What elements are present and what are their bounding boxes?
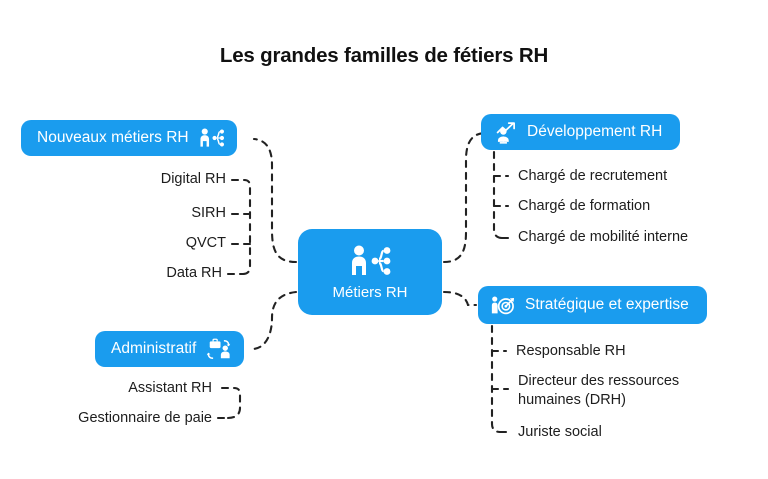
leaf-responsable-rh: Responsable RH (516, 343, 626, 359)
leaf-charge-de-formation: Chargé de formation (518, 198, 651, 214)
briefcase-person-arrows-icon (205, 338, 232, 361)
leaf-directeur-des-ressources-humaines-line2: humaines (DRH) (518, 392, 626, 408)
connector-center-to-developpement (442, 131, 486, 264)
connector-center-to-strategique (442, 290, 478, 307)
leaf-sirh: SIRH (191, 205, 226, 221)
person-target-icon (490, 294, 516, 317)
leaf-directeur-des-ressources-humaines-line1: Directeur des ressources (518, 373, 680, 389)
page-title: Les grandes familles de fétiers RH (219, 44, 549, 67)
leaf-data-rh: Data RH (166, 265, 222, 281)
node-center-metiers-rh[interactable]: Métiers RH (298, 229, 442, 315)
person-org-chart-icon (198, 127, 225, 149)
node-developpement-label: Développement RH (527, 123, 663, 141)
node-nouveaux-metiers-rh[interactable]: Nouveaux métiers RH (21, 120, 237, 156)
node-center-label: Métiers RH (332, 284, 408, 301)
node-strategique-et-expertise[interactable]: Stratégique et expertise (478, 286, 707, 324)
leaf-assistant-rh: Assistant RH (128, 380, 212, 396)
connector-developpement-children (492, 150, 504, 240)
leaf-gestionnaire-de-paie: Gestionnaire de paie (78, 410, 212, 426)
leaf-charge-de-recrutement: Chargé de recrutement (518, 168, 668, 184)
node-developpement-rh[interactable]: Développement RH (481, 114, 681, 150)
node-nouveaux-label: Nouveaux métiers RH (37, 129, 189, 147)
connector-strategique-children (490, 324, 502, 434)
node-strategique-label: Stratégique et expertise (525, 296, 689, 314)
leaf-charge-de-mobilite-interne: Chargé de mobilité interne (518, 229, 689, 245)
leaf-qvct: QVCT (185, 235, 226, 251)
leaf-juriste-social: Juriste social (518, 424, 602, 440)
node-administratif-label: Administratif (111, 340, 197, 358)
person-org-chart-icon (348, 244, 392, 278)
connector-center-to-administratif (251, 290, 298, 351)
leaf-digital-rh: Digital RH (160, 171, 226, 187)
connector-administratif-children (226, 386, 242, 420)
connector-center-to-nouveaux (252, 137, 298, 264)
node-administratif[interactable]: Administratif (95, 331, 245, 367)
person-growth-arrow-icon (493, 121, 518, 144)
connector-nouveaux-children (241, 178, 252, 276)
